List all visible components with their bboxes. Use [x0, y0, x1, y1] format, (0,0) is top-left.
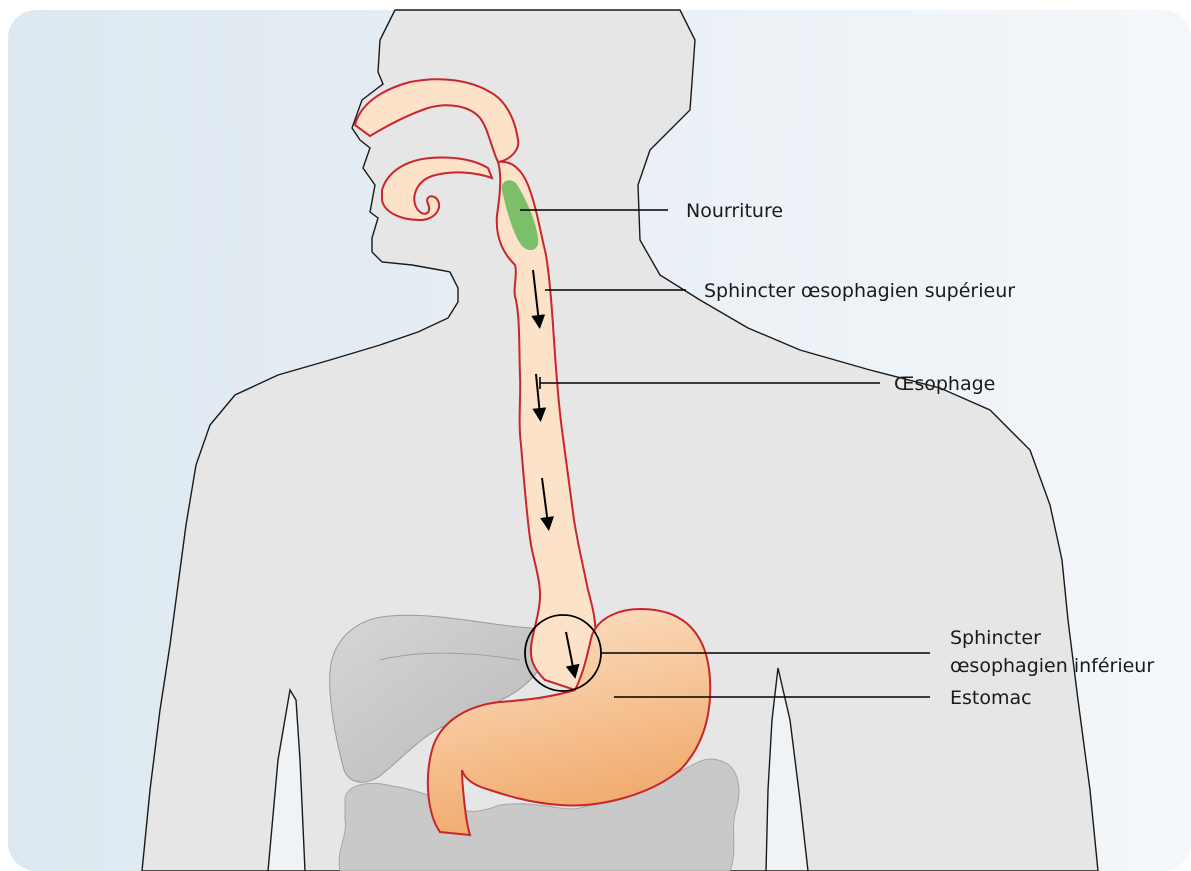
label-oesophage: Œsophage: [894, 373, 995, 395]
label-sphincter-superieur: Sphincter œsophagien supérieur: [704, 280, 1015, 302]
label-nourriture: Nourriture: [686, 200, 783, 222]
label-estomac: Estomac: [950, 687, 1032, 709]
label-sphincter-inferieur-line1: Sphincter: [950, 627, 1041, 649]
label-sphincter-inferieur-line2: œsophagien inférieur: [950, 655, 1154, 677]
